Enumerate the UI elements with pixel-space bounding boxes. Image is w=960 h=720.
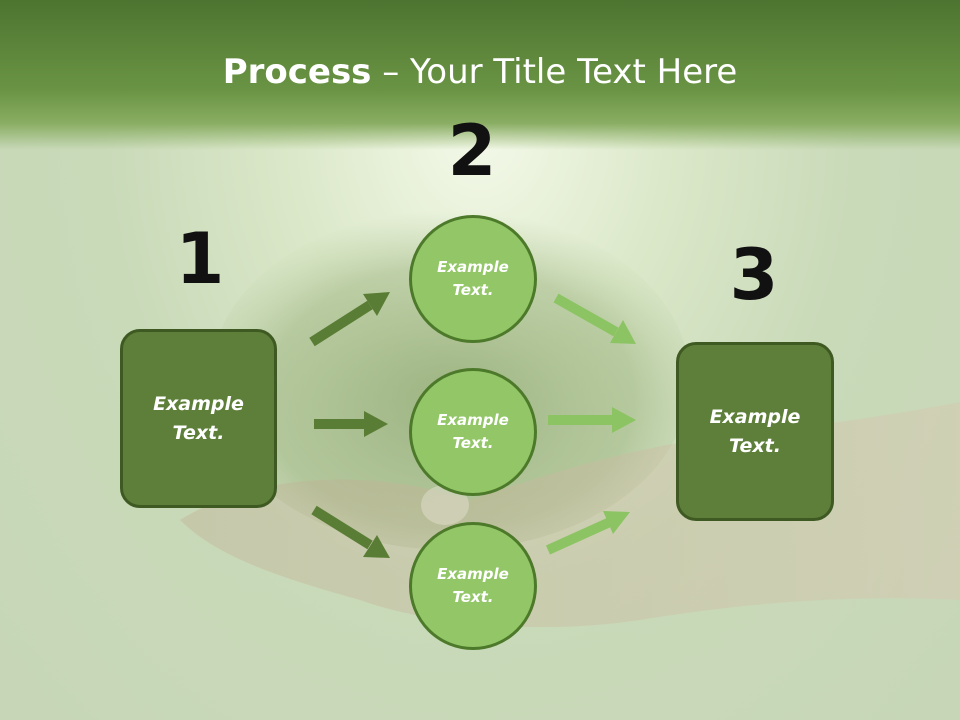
step-1-box: Example Text. [120, 329, 277, 508]
step-1-box-line2: Text. [172, 421, 225, 444]
arrow-to-circle-3 [311, 505, 390, 558]
circle-1-line1: Example [437, 257, 509, 276]
title-rest: – Your Title Text Here [371, 52, 738, 92]
arrow-to-circle-2 [314, 411, 388, 437]
circle-3-line1: Example [437, 564, 509, 583]
slide-title: Process – Your Title Text Here [0, 52, 960, 92]
step-2-circle-2: Example Text. [409, 368, 537, 496]
arrow-from-circle-3 [545, 511, 630, 555]
arrow-from-circle-2 [548, 407, 636, 433]
circle-3-line2: Text. [452, 588, 494, 606]
step-number-2: 2 [447, 110, 497, 192]
circle-2-line2: Text. [452, 434, 494, 452]
arrow-to-circle-1 [309, 292, 390, 347]
step-3-box-line2: Text. [729, 434, 781, 457]
step-number-1: 1 [175, 218, 225, 300]
title-band [0, 0, 960, 150]
title-bold: Process [222, 52, 372, 92]
circle-1-line2: Text. [452, 281, 494, 299]
arrow-from-circle-1 [553, 293, 636, 344]
circle-2-line1: Example [437, 410, 509, 429]
step-1-box-line1: Example [153, 393, 244, 415]
step-2-circle-1: Example Text. [409, 215, 537, 343]
step-3-box-line1: Example [709, 406, 801, 428]
step-2-circle-3: Example Text. [409, 522, 537, 650]
step-number-3: 3 [729, 234, 779, 316]
step-3-box: Example Text. [676, 342, 834, 521]
